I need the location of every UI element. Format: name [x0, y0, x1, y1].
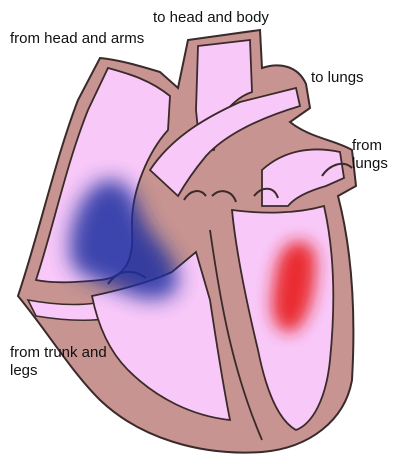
label-to-lungs: to lungs [311, 69, 364, 87]
label-from-head-and-arms: from head and arms [10, 30, 144, 48]
label-from-trunk-and-legs: from trunk and legs [10, 344, 120, 380]
label-to-head-and-body: to head and body [153, 9, 269, 27]
label-from-lungs: from lungs [352, 137, 401, 173]
